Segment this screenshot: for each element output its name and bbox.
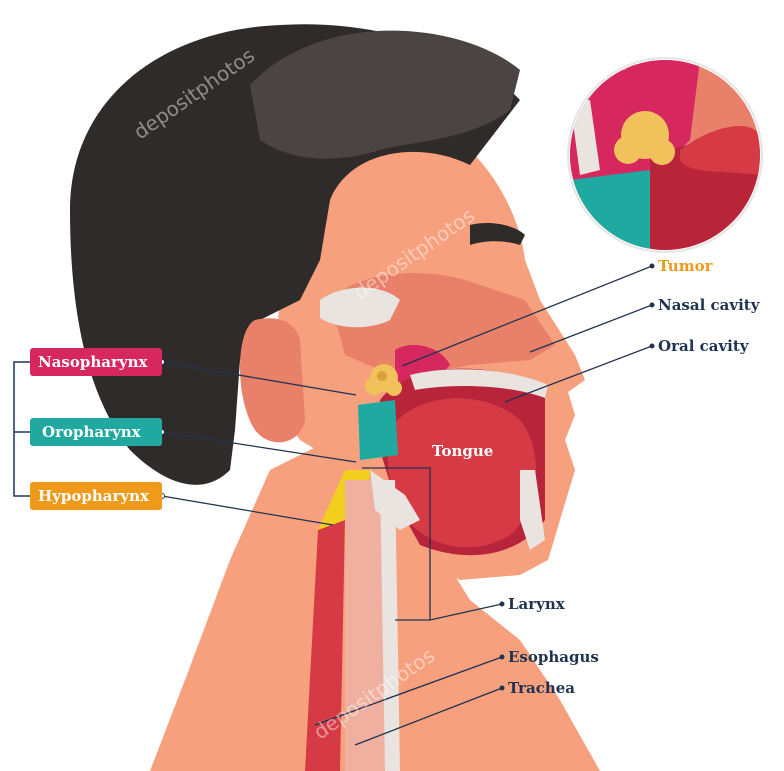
pharynx-bracket [14,362,30,496]
label-tongue: Tongue [432,442,493,460]
label-oropharynx: Oropharynx [42,423,142,441]
label-trachea: Trachea [508,679,575,697]
label-nasal-cavity: Nasal cavity [658,296,761,314]
oropharynx-region [358,400,398,460]
label-tumor: Tumor [658,257,714,275]
pill-nasopharynx: Nasopharynx [30,348,162,376]
label-hypopharynx: Hypopharynx [38,487,150,505]
label-larynx: Larynx [508,595,566,613]
pill-oropharynx: Oropharynx [30,418,162,446]
pill-hypopharynx: Hypopharynx [30,482,162,510]
label-esophagus: Esophagus [508,648,599,666]
label-nasopharynx: Nasopharynx [38,353,149,371]
label-oral-cavity: Oral cavity [658,337,750,355]
